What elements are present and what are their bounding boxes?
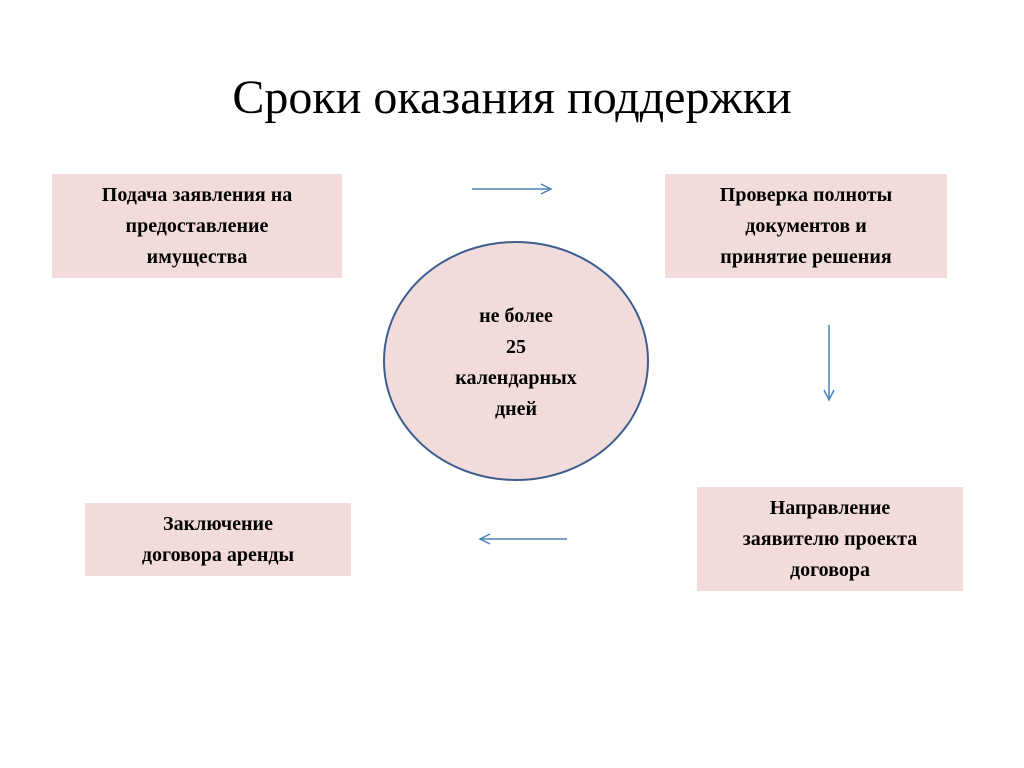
- center-circle-label: не более 25 календарных дней: [455, 305, 577, 420]
- step-box-application: Подача заявления на предоставление имуще…: [52, 174, 342, 278]
- step-box-contract-draft: Направление заявителю проекта договора: [697, 487, 963, 591]
- step-box-document-check: Проверка полноты документов и принятие р…: [665, 174, 947, 278]
- center-circle: [383, 241, 649, 481]
- slide-title: Сроки оказания поддержки: [232, 71, 792, 124]
- step-label-document-check: Проверка полноты документов и принятие р…: [719, 183, 893, 268]
- arrow-down-icon: [823, 325, 835, 402]
- arrow-right-icon: [472, 183, 553, 195]
- step-label-lease-agreement: Заключение договора аренды: [141, 512, 295, 566]
- step-label-contract-draft: Направление заявителю проекта договора: [742, 496, 918, 581]
- arrow-left-icon: [478, 533, 567, 545]
- step-label-application: Подача заявления на предоставление имуще…: [101, 183, 293, 268]
- step-box-lease-agreement: Заключение договора аренды: [85, 503, 351, 576]
